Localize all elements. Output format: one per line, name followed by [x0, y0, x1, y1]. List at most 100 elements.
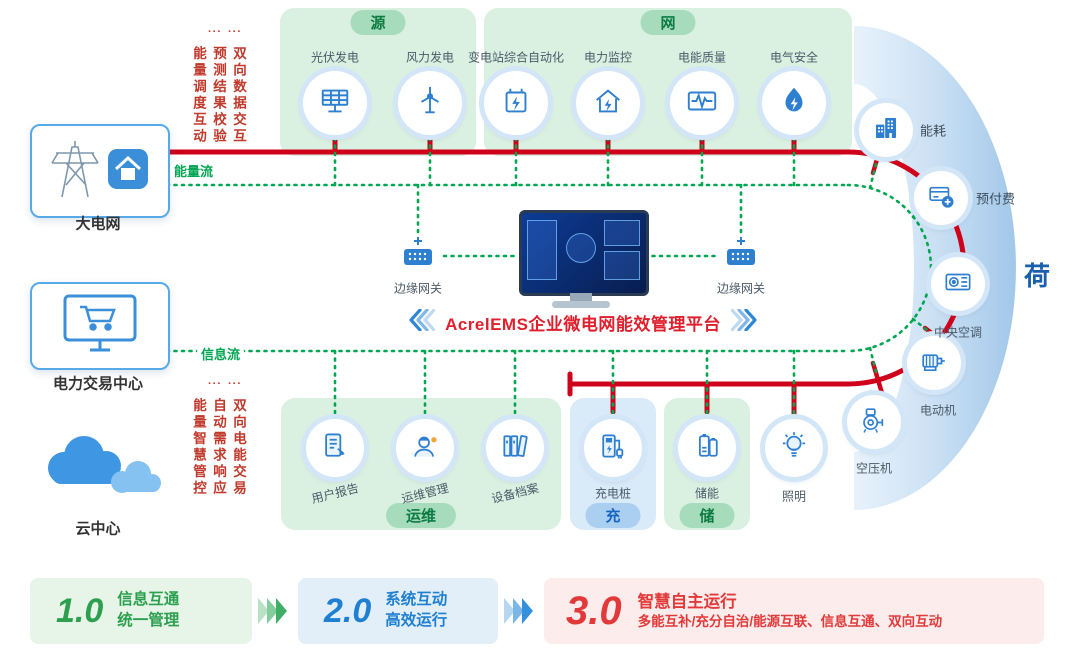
wind-turbine-icon [413, 84, 447, 123]
trading-center-label: 电力交易中心 [52, 375, 144, 393]
vertical-text-bidirectional-data: 双向数据交互 [231, 46, 246, 145]
om-management-icon [409, 430, 441, 467]
electrical-safety-label: 电气安全 [769, 50, 819, 65]
charging-pile-node [584, 419, 642, 477]
charging-pile-icon [597, 430, 629, 467]
user-report-node [306, 419, 364, 477]
energy-consumption-node [859, 103, 913, 157]
timeline-arrow-green-icon [252, 598, 298, 624]
motor-icon [919, 346, 949, 381]
evolution-timeline: 1.0 信息互通统一管理 2.0 系统互动高效运行 3.0 智慧自主运行多能互补… [30, 578, 1044, 644]
main-grid-card [30, 124, 170, 218]
lighting-icon [778, 430, 810, 467]
om-management-node [396, 419, 454, 477]
stage-2-version: 2.0 [324, 591, 372, 630]
electrical-safety-icon [777, 84, 811, 123]
energy-storage-node [678, 419, 736, 477]
trading-center-card [30, 282, 170, 370]
platform-banner: AcrelEMS企业微电网能效管理平台 [408, 307, 758, 336]
substation-label: 变电站综合自动化 [467, 50, 565, 65]
solar-power-node [303, 71, 367, 135]
equipment-archive-icon [499, 430, 531, 467]
stage-2-line2: 高效运行 [385, 612, 448, 629]
smart-home-icon [108, 148, 148, 189]
stage-2-line1: 系统互动 [385, 591, 448, 609]
monitor-base [552, 301, 610, 308]
timeline-stage-3: 3.0 智慧自主运行多能互补/充分自治/能源互联、信息互通、双向互动 [544, 578, 1044, 644]
motor-label: 电动机 [919, 403, 957, 418]
edge-gateway-left-icon [398, 236, 438, 275]
edge-gateway-right-icon [721, 236, 761, 275]
user-report-icon [319, 430, 351, 467]
edge-gateway-right-label: 边缘网关 [716, 281, 766, 296]
power-quality-label: 电能质量 [677, 50, 727, 65]
ellipsis-dots: ··· [208, 378, 222, 390]
lighting-label: 照明 [781, 489, 807, 504]
power-quality-icon [685, 84, 719, 123]
prepaid-node [914, 171, 968, 225]
transmission-tower-icon [44, 137, 156, 206]
substation-automation-icon [499, 84, 533, 123]
vertical-text-forecast-check: 预测结果校验 [211, 46, 226, 145]
vertical-text-auto-demand-response: 自动需求响应 [211, 398, 226, 497]
timeline-stage-2: 2.0 系统互动高效运行 [298, 578, 498, 644]
chevron-right-icon [730, 307, 757, 336]
section-header-operations: 运维 [385, 503, 457, 528]
monitor-stand [570, 293, 592, 301]
motor-node [907, 336, 961, 390]
air-compressor-node [847, 395, 901, 449]
platform-title: AcrelEMS企业微电网能效管理平台 [445, 314, 721, 334]
platform-screen [519, 210, 649, 296]
central-ac-icon [943, 267, 973, 302]
section-header-source: 源 [350, 10, 406, 35]
wind-power-node [398, 71, 462, 135]
stage-1-version: 1.0 [56, 591, 104, 630]
solar-power-label: 光伏发电 [310, 50, 360, 65]
vertical-text-energy-dispatch: 能量调度互动 [191, 46, 206, 145]
ellipsis-dots: ··· [208, 26, 222, 38]
timeline-arrow-blue-icon [498, 598, 544, 624]
stage-3-line2: 多能互补/充分自治/能源互联、信息互通、双向互动 [637, 614, 943, 630]
energy-storage-label: 储能 [694, 486, 720, 501]
timeline-stage-1: 1.0 信息互通统一管理 [30, 578, 252, 644]
solar-panel-icon [318, 84, 352, 123]
prepaid-icon [926, 181, 956, 216]
info-flow-label: 信息流 [197, 344, 245, 363]
energy-consumption-label: 能耗 [920, 123, 947, 139]
section-header-charging: 充 [585, 503, 641, 528]
power-monitoring-label: 电力监控 [583, 50, 633, 65]
main-grid-label: 大电网 [75, 215, 121, 233]
power-quality-node [670, 71, 734, 135]
stage-1-line1: 信息互通 [117, 591, 180, 609]
stage-1-line2: 统一管理 [117, 612, 180, 629]
substation-node [484, 71, 548, 135]
power-monitoring-icon [591, 84, 625, 123]
air-compressor-label: 空压机 [855, 461, 893, 476]
vertical-text-smart-energy-control: 能量智慧管控 [191, 398, 206, 497]
charging-pile-label: 充电桩 [594, 486, 632, 501]
stage-3-line1: 智慧自主运行 [637, 592, 737, 611]
chevron-left-icon [409, 307, 436, 336]
energy-storage-icon [691, 430, 723, 467]
lighting-node [765, 419, 823, 477]
central-ac-node [931, 257, 985, 311]
cloud-center-label: 云中心 [75, 520, 121, 538]
air-compressor-icon [859, 405, 889, 440]
monitor-cart-icon [45, 292, 155, 361]
ellipsis-dots: ··· [228, 26, 242, 38]
vertical-text-bidirectional-trading: 双向电能交易 [231, 398, 246, 497]
section-header-grid: 网 [640, 10, 696, 35]
ellipsis-dots: ··· [228, 378, 242, 390]
cloud-icon [26, 420, 174, 517]
section-header-load: 荷 [1024, 261, 1051, 291]
section-header-storage: 储 [679, 503, 735, 528]
central-ac-label: 中央空调 [933, 325, 983, 340]
stage-3-version: 3.0 [566, 588, 622, 633]
energy-consumption-icon [871, 113, 901, 148]
power-monitoring-node [576, 71, 640, 135]
electrical-safety-node [762, 71, 826, 135]
prepaid-label: 预付费 [976, 191, 1016, 207]
edge-gateway-left-label: 边缘网关 [393, 281, 443, 296]
equipment-archive-node [486, 419, 544, 477]
